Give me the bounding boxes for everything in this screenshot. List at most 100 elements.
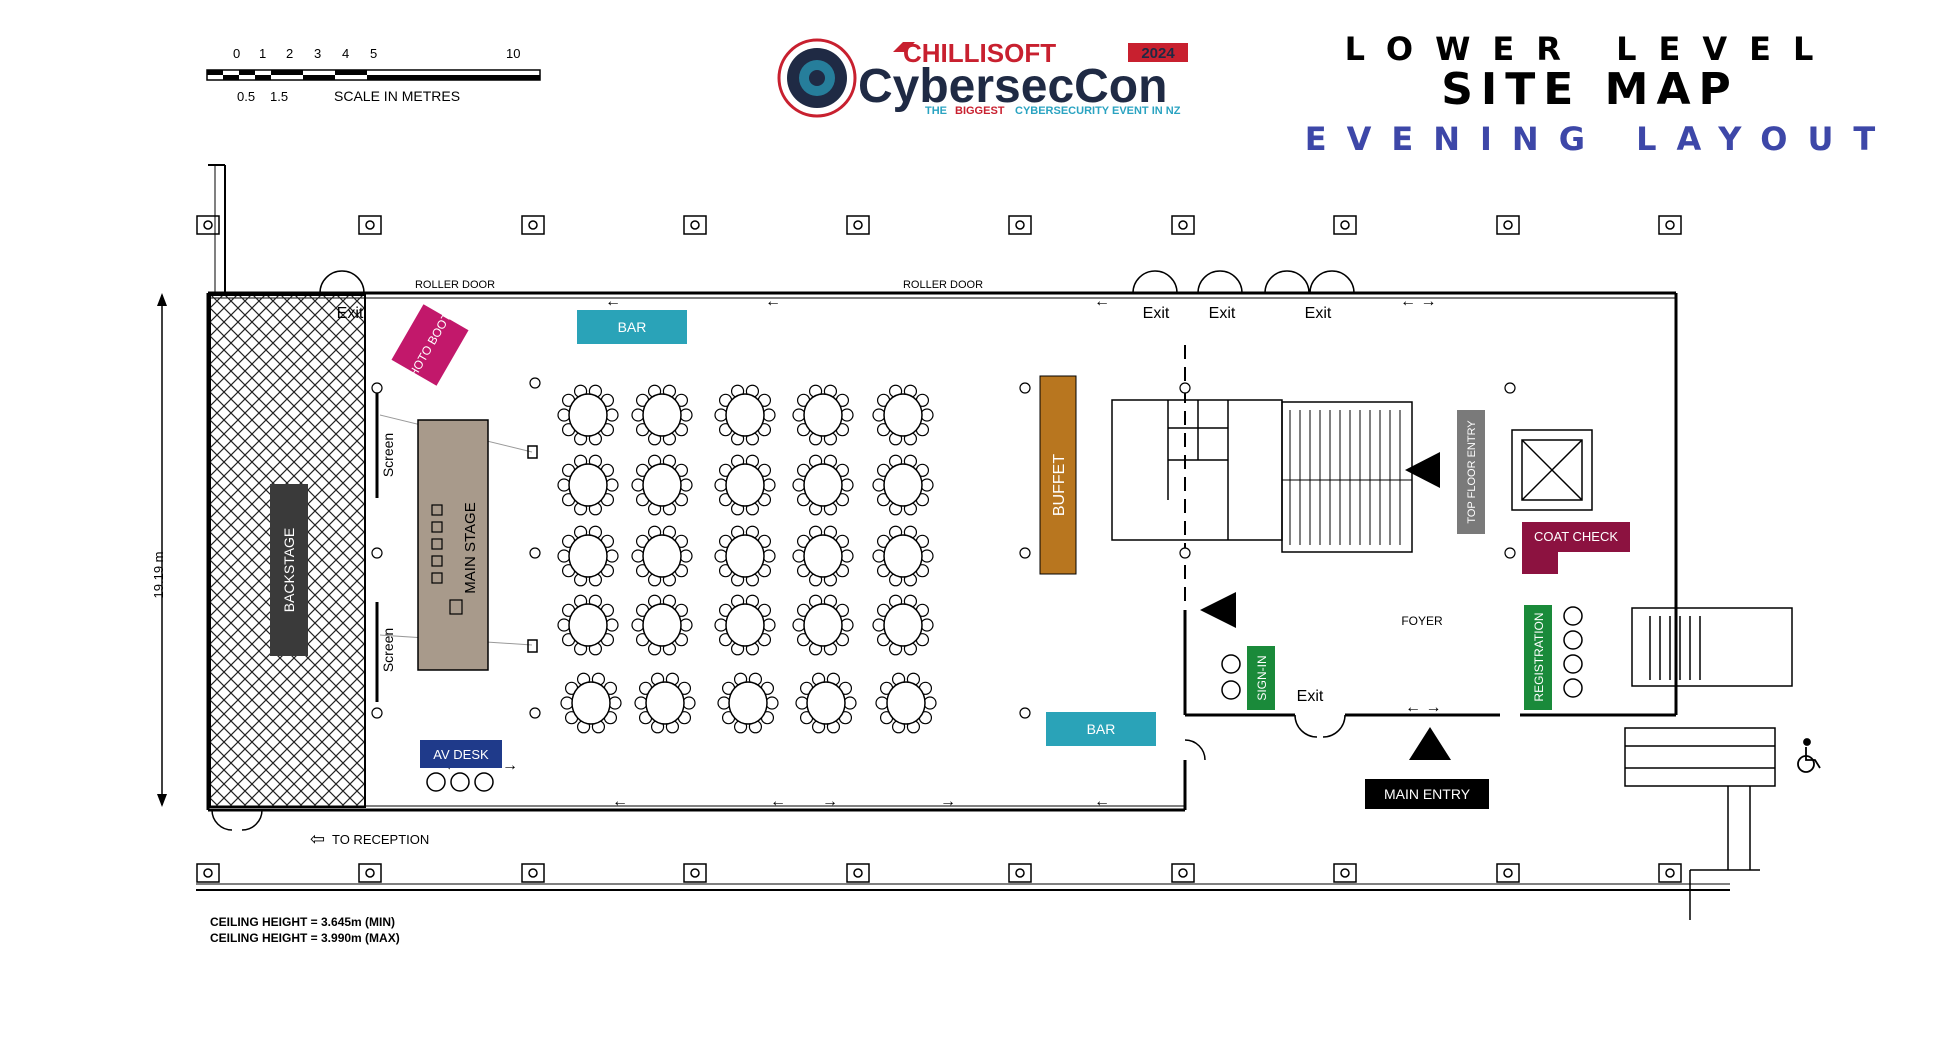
arrow-foyer-left (1200, 592, 1236, 628)
round-table (631, 525, 693, 587)
buffet: BUFFET (1039, 375, 1077, 575)
round-table (717, 672, 779, 734)
column (846, 863, 870, 883)
chair (843, 696, 857, 710)
main-stage-label: MAIN STAGE (462, 502, 479, 593)
to-reception-label: TO RECEPTION (332, 832, 429, 847)
column (1496, 863, 1520, 883)
chair (920, 549, 934, 563)
chair (762, 478, 776, 492)
column (521, 215, 545, 235)
table-top (883, 603, 923, 647)
round-table (792, 525, 854, 587)
heading-lower-level: LOWER LEVEL (1345, 30, 1836, 68)
scale-tick-2: 2 (286, 46, 293, 61)
svg-text:→: → (502, 757, 518, 774)
scale-label: SCALE IN METRES (334, 88, 460, 104)
chair (557, 618, 571, 632)
chair (631, 408, 645, 422)
toilet-stair-block (1111, 399, 1413, 553)
column (683, 215, 707, 235)
arrow-main-entry (1409, 727, 1451, 760)
round-table (631, 384, 693, 446)
round-tables (371, 377, 1516, 734)
roller-door-label-1: ROLLER DOOR (415, 279, 495, 291)
exit-label-2: Exit (1209, 305, 1236, 322)
table-top (886, 681, 926, 725)
heading-site-map: SITE MAP (1441, 64, 1739, 115)
chair (920, 408, 934, 422)
chair (792, 408, 806, 422)
backstage-area: BACKSTAGE (209, 294, 366, 808)
round-table (875, 672, 937, 734)
top-floor-entry: TOP FLOOR ENTRY (1457, 410, 1485, 534)
chair (875, 696, 889, 710)
svg-text:← →: ← → (1405, 699, 1441, 716)
table-top (803, 393, 843, 437)
chair (762, 408, 776, 422)
chair (714, 408, 728, 422)
pillar (371, 707, 383, 719)
chair (840, 618, 854, 632)
column-core (1015, 220, 1025, 230)
round-table (792, 594, 854, 656)
table-top (645, 681, 685, 725)
chair (765, 696, 779, 710)
scale-bar: 0 1 2 3 4 5 10 0.5 1.5 SCALE IN METRES (206, 46, 541, 104)
scale-tick-3: 3 (314, 46, 321, 61)
chair (717, 696, 731, 710)
sign-in-label: SIGN-IN (1255, 655, 1269, 700)
chair (679, 408, 693, 422)
column (1658, 215, 1682, 235)
table-top (571, 681, 611, 725)
table-top (728, 681, 768, 725)
av-desk: AV DESK (420, 740, 502, 792)
svg-text:→: → (940, 793, 956, 810)
column-core (1340, 868, 1350, 878)
chair (679, 618, 693, 632)
table-top (642, 463, 682, 507)
round-table (557, 525, 619, 587)
main-stage: MAIN STAGE (417, 419, 538, 671)
round-table (557, 384, 619, 446)
chair (557, 478, 571, 492)
table-top (568, 393, 608, 437)
round-table (557, 454, 619, 516)
round-table (714, 454, 776, 516)
main-entry: MAIN ENTRY (1365, 779, 1489, 809)
main-entry-label: MAIN ENTRY (1384, 786, 1471, 802)
round-table (714, 594, 776, 656)
registration-label: REGISTRATION (1532, 612, 1546, 701)
column (1008, 863, 1032, 883)
chair (679, 549, 693, 563)
scale-tick-0-5: 0.5 (237, 89, 255, 104)
exit-label-1: Exit (1143, 305, 1170, 322)
to-reception-arrow: ⇦ (310, 829, 325, 849)
exit-top-left-label: Exit (337, 305, 364, 322)
column-core (365, 220, 375, 230)
table-top (725, 534, 765, 578)
column-core (1178, 868, 1188, 878)
scale-tick-1: 1 (259, 46, 266, 61)
ceiling-max: CEILING HEIGHT = 3.990m (MAX) (210, 931, 400, 945)
pillar (1019, 382, 1031, 394)
svg-text:←: ← (1094, 293, 1110, 310)
chair (605, 478, 619, 492)
table-top (642, 603, 682, 647)
svg-text:←: ← (765, 293, 781, 310)
column-core (1665, 220, 1675, 230)
photo-booth: PHOTO BOOTH (391, 303, 469, 387)
table-top (568, 534, 608, 578)
scale-tick-5: 5 (370, 46, 377, 61)
screens: Screen Screen (375, 384, 533, 702)
table-top (803, 603, 843, 647)
svg-text:←: ← (770, 793, 786, 810)
coat-check-label: COAT CHECK (1534, 529, 1618, 544)
table-top (725, 603, 765, 647)
column-core (203, 220, 213, 230)
column-core (853, 220, 863, 230)
chair (560, 696, 574, 710)
round-table (714, 384, 776, 446)
pillar (529, 547, 541, 559)
page-heading: LOWER LEVEL SITE MAP EVENING LAYOUT (1305, 30, 1876, 158)
